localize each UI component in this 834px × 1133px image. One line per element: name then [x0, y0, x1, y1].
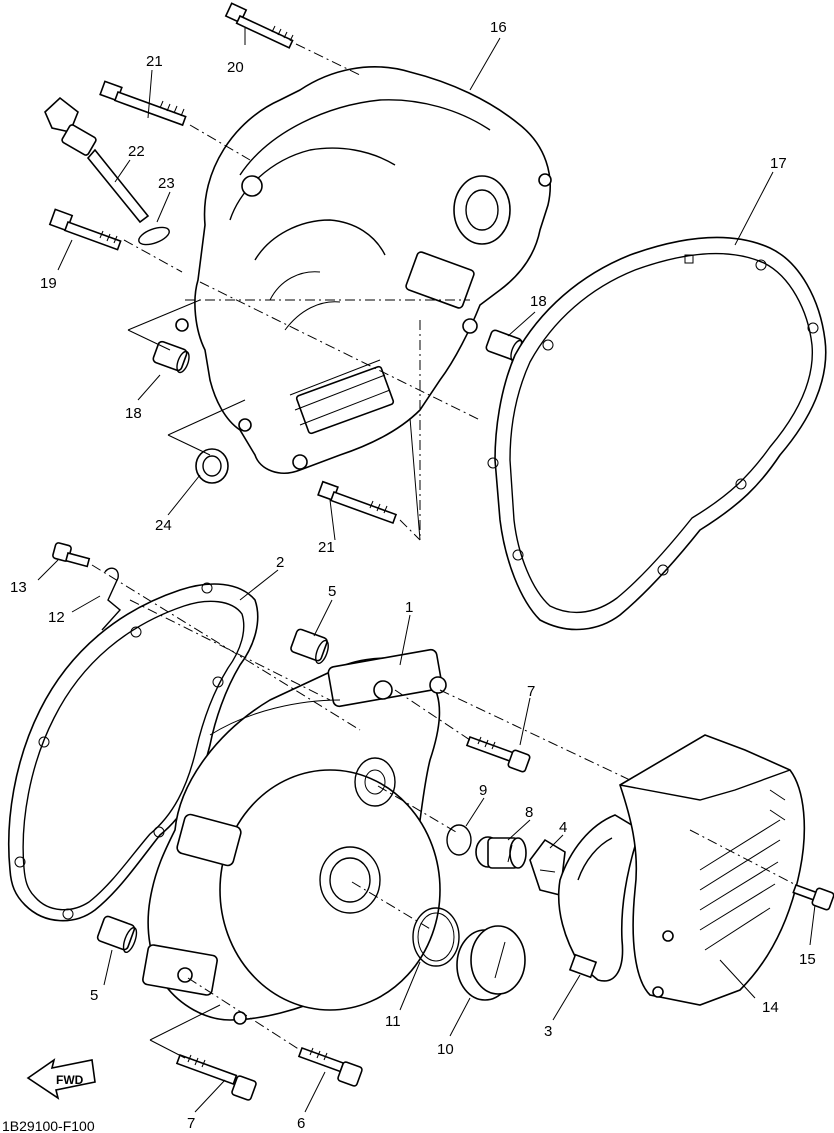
callout-10: 10 — [437, 1041, 454, 1058]
callout-21-lower: 21 — [318, 539, 335, 556]
callout-2: 2 — [276, 554, 284, 571]
clip-part-12 — [101, 567, 122, 631]
gasket-part-17 — [487, 236, 827, 631]
callout-13: 13 — [10, 579, 27, 596]
oil-dipstick-part-22 — [44, 96, 150, 224]
dowel-pin-part-5-upper — [290, 628, 329, 665]
dowel-pin-part-18-right — [485, 329, 524, 363]
callout-6: 6 — [297, 1115, 305, 1132]
callout-11: 11 — [385, 1013, 401, 1030]
callout-12: 12 — [48, 609, 65, 626]
bolt-part-21-lower — [317, 480, 398, 525]
callout-leader-lines — [37, 28, 816, 1113]
o-ring-part-23 — [138, 226, 170, 246]
callout-22: 22 — [128, 143, 145, 160]
plug-part-8 — [475, 836, 527, 869]
dowel-pin-part-5-lower — [96, 915, 138, 954]
screw-part-15 — [792, 883, 834, 911]
screw-part-13 — [52, 542, 91, 568]
assembly-guide-lines — [91, 43, 797, 1059]
cover-plate-part-3 — [557, 814, 641, 982]
callout-17: 17 — [770, 155, 787, 172]
callout-21-upper: 21 — [146, 53, 163, 70]
callout-24: 24 — [155, 517, 172, 534]
bolt-part-21-upper — [99, 80, 187, 127]
callout-8: 8 — [525, 804, 533, 821]
bolt-part-19 — [48, 208, 122, 251]
callout-9: 9 — [479, 782, 487, 799]
callout-20: 20 — [227, 59, 244, 76]
callout-14: 14 — [762, 999, 779, 1016]
diagram-reference-code: 1B29100-F100 — [2, 1118, 95, 1133]
o-ring-part-11 — [412, 907, 460, 967]
callout-23: 23 — [158, 175, 175, 192]
bolt-part-6 — [297, 1046, 363, 1087]
callout-3: 3 — [544, 1023, 552, 1040]
crankcase-cover-part-1 — [142, 648, 447, 1025]
crankcase-cover-part-16 — [175, 66, 552, 474]
dowel-pin-part-18-left — [152, 340, 190, 374]
callout-7-lower: 7 — [187, 1115, 195, 1132]
gasket-part-2 — [7, 582, 259, 922]
bolt-part-20 — [224, 2, 294, 49]
oil-seal-part-24 — [195, 448, 229, 484]
callout-4: 4 — [559, 819, 567, 836]
plug-part-10 — [456, 925, 526, 1001]
forward-direction-arrow: FWD — [26, 1058, 96, 1100]
callout-7-upper: 7 — [527, 683, 535, 700]
fwd-label: FWD — [56, 1073, 84, 1087]
guard-part-14 — [619, 734, 806, 1006]
callout-18-right: 18 — [530, 293, 547, 310]
callout-numbers: 16 17 21 22 23 19 18 18 24 20 21 2 13 12… — [10, 19, 816, 1132]
callout-5-upper: 5 — [328, 583, 336, 600]
callout-18-left: 18 — [125, 405, 142, 422]
callout-5-lower: 5 — [90, 987, 98, 1004]
callout-15: 15 — [799, 951, 816, 968]
o-ring-part-9 — [446, 824, 472, 856]
callout-19: 19 — [40, 275, 57, 292]
callout-16: 16 — [490, 19, 507, 36]
bolt-part-7-upper — [465, 735, 531, 773]
callout-1: 1 — [405, 599, 413, 616]
bolt-part-7-lower — [175, 1053, 257, 1101]
